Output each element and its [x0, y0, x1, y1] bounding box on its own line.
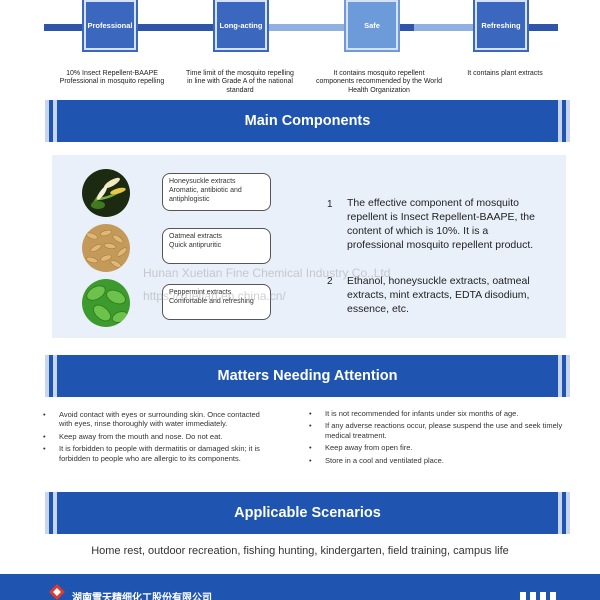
- component-point-text: Ethanol, honeysuckle extracts, oatmeal e…: [347, 275, 530, 315]
- footer-bar: 湖南雪天精细化工股份有限公司: [0, 574, 600, 600]
- component-point-number: 2: [327, 276, 333, 287]
- peppermint-card: Peppermint extracts Comfortable and refr…: [162, 284, 271, 320]
- list-item: Keep away from the mouth and nose. Do no…: [41, 432, 271, 442]
- feature-desc-safe: It contains mosquito repellent component…: [316, 70, 442, 94]
- feature-box-safe: Safe: [346, 0, 398, 50]
- list-item: It is not recommended for infants under …: [307, 409, 567, 419]
- main-components-title: Main Components: [244, 113, 371, 129]
- scenarios-text: Home rest, outdoor recreation, fishing h…: [91, 545, 509, 557]
- scenarios-title: Applicable Scenarios: [234, 505, 381, 521]
- list-item: If any adverse reactions occur, please s…: [307, 421, 567, 440]
- timeline-bar-light: [414, 24, 499, 31]
- components-panel: [52, 155, 566, 338]
- feature-desc-professional: 10% Insect Repellent-BAAPE Professional …: [59, 70, 165, 86]
- peppermint-image: [82, 279, 130, 327]
- scenarios-banner: Applicable Scenarios: [45, 492, 570, 534]
- attention-banner: Matters Needing Attention: [45, 355, 570, 397]
- list-item: Store in a cool and ventilated place.: [307, 456, 567, 466]
- watermark-url: https://xuetian.en.china.cn/: [143, 289, 286, 303]
- footer-company-name: 湖南雪天精细化工股份有限公司: [72, 593, 212, 600]
- timeline-bar-light: [239, 24, 364, 31]
- feature-box-professional: Professional: [84, 0, 136, 50]
- honeysuckle-image: [82, 169, 130, 217]
- footer-decoration-icon: [520, 592, 556, 600]
- component-point-text: The effective component of mosquito repe…: [347, 197, 535, 251]
- attention-title: Matters Needing Attention: [217, 368, 398, 384]
- watermark-company: Hunan Xuetian Fine Chemical Industry Co.…: [143, 266, 391, 280]
- oatmeal-image: [82, 224, 130, 272]
- honeysuckle-card: Honeysuckle extracts Aromatic, antibioti…: [162, 173, 271, 211]
- main-components-banner: Main Components: [45, 100, 570, 142]
- component-point-number: 1: [327, 199, 333, 210]
- attention-list-left: Avoid contact with eyes or surrounding s…: [41, 410, 271, 466]
- list-item: Keep away from open fire.: [307, 443, 567, 453]
- list-item: It is forbidden to people with dermatiti…: [41, 444, 271, 463]
- list-item: Avoid contact with eyes or surrounding s…: [41, 410, 271, 429]
- feature-box-refreshing: Refreshing: [475, 0, 527, 50]
- feature-box-long-acting: Long-acting: [215, 0, 267, 50]
- oatmeal-card: Oatmeal extracts Quick antipruritic: [162, 228, 271, 264]
- feature-timeline: Professional Long-acting Safe Refreshing: [44, 0, 558, 60]
- attention-list-right: It is not recommended for infants under …: [307, 409, 567, 468]
- company-logo-icon: [49, 584, 65, 600]
- feature-desc-long-acting: Time limit of the mosquito repelling in …: [186, 70, 294, 94]
- feature-desc-refreshing: It contains plant extracts: [467, 70, 543, 77]
